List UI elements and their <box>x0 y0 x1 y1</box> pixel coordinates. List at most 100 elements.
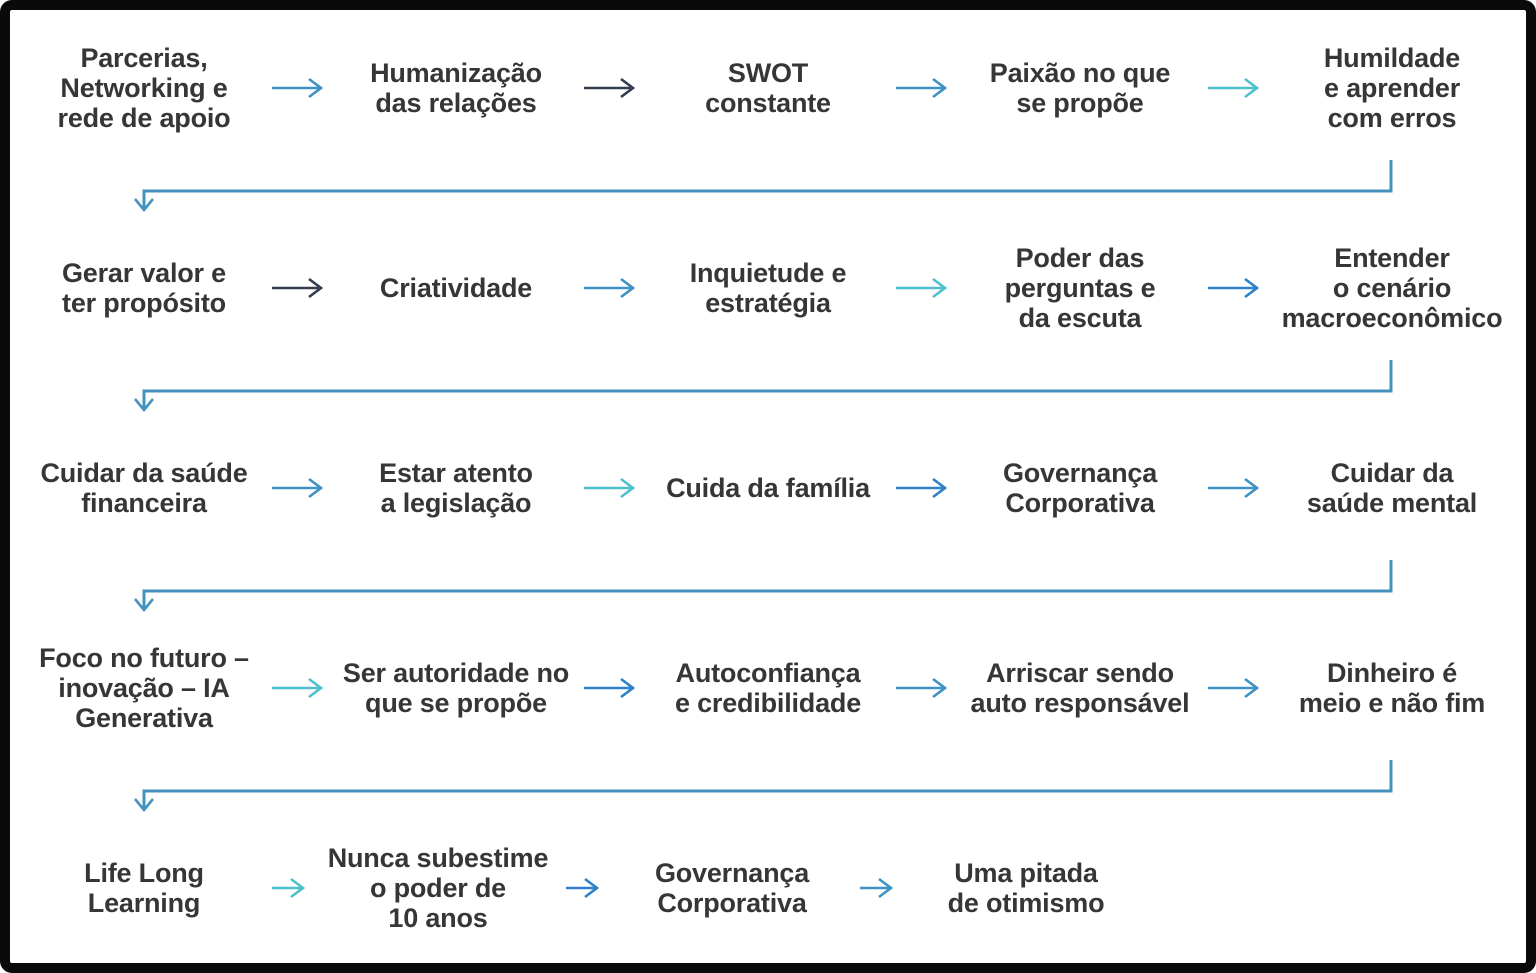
flow-arrow-icon <box>272 677 324 699</box>
flow-node-line: Foco no futuro – <box>39 642 249 673</box>
flow-node-line: Cuida da família <box>666 472 870 503</box>
flow-node-line: 10 anos <box>388 903 488 934</box>
flow-arrow-icon <box>1208 277 1260 299</box>
arrow-cell <box>1204 673 1268 703</box>
arrow-cell <box>268 73 332 103</box>
connector-zone <box>10 758 1526 818</box>
flow-node-line: Learning <box>87 888 201 918</box>
flow-arrow-icon <box>896 477 948 499</box>
flow-node-line: Cuidar da saúde <box>40 457 248 488</box>
arrow-cell <box>892 673 956 703</box>
flow-node-line: das relações <box>375 88 537 118</box>
flow-node-line: da escuta <box>1018 303 1142 334</box>
flow-node: Criatividade <box>332 273 580 303</box>
flow-node-line: Estar atento <box>379 457 533 488</box>
flow-node-line: Governança <box>1002 457 1158 488</box>
flow-node-line: constante <box>705 88 831 118</box>
flow-arrow-icon <box>272 277 324 299</box>
flow-node-line: com erros <box>1327 103 1457 134</box>
arrow-cell <box>580 273 644 303</box>
flow-arrow-icon <box>896 77 948 99</box>
flow-node: Cuida da família <box>644 473 892 503</box>
connector-zone <box>10 558 1526 618</box>
flow-node-line: Entender <box>1334 242 1450 273</box>
flow-node-line: perguntas e <box>1004 272 1156 303</box>
flow-node-line: o cenário <box>1332 272 1452 303</box>
flow-node-line: que se propõe <box>365 688 547 718</box>
flow-node-line: Gerar valor e <box>61 257 226 288</box>
arrow-cell <box>268 473 332 503</box>
flow-node-line: Paixão no que <box>989 57 1171 88</box>
flow-node-line: saúde mental <box>1306 488 1478 518</box>
flow-node-line: meio e não fim <box>1298 688 1486 718</box>
flow-arrow-icon <box>584 677 636 699</box>
flow-arrow-icon <box>584 77 636 99</box>
flow-node-line: Dinheiro é <box>1326 657 1458 688</box>
flow-node-line: a legislação <box>380 488 532 518</box>
arrow-cell <box>892 73 956 103</box>
flow-node-line: inovação – IA <box>58 672 230 703</box>
flow-node-line: ter propósito <box>62 288 226 318</box>
flow-node-line: Life Long <box>84 857 204 888</box>
arrow-cell <box>1204 473 1268 503</box>
flow-node-line: auto responsável <box>970 688 1190 718</box>
row-return-connector-icon <box>133 560 1393 613</box>
flow-node-line: Corporativa <box>657 888 807 918</box>
flow-arrow-icon <box>566 877 600 899</box>
flow-node-line: Governança <box>654 857 810 888</box>
flow-node-line: de otimismo <box>947 888 1105 918</box>
flow-node-line: se propõe <box>1016 88 1144 118</box>
row-return-connector-icon <box>133 760 1393 813</box>
flow-node-line: Networking e <box>60 72 228 103</box>
flow-node-line: e aprender <box>1323 72 1461 103</box>
flow-node-line: Generativa <box>75 703 213 734</box>
arrow-cell <box>892 473 956 503</box>
arrow-cell <box>268 673 332 703</box>
flow-arrow-icon <box>896 277 948 299</box>
flow-node-line: SWOT <box>727 57 809 88</box>
arrow-cell <box>892 273 956 303</box>
flow-node-line: Uma pitada <box>954 857 1098 888</box>
arrow-cell <box>268 873 314 903</box>
flow-node-line: Nunca subestime <box>327 842 549 873</box>
arrow-cell <box>1204 273 1268 303</box>
flow-node-line: macroeconômico <box>1281 303 1503 334</box>
row-return-connector-icon <box>133 160 1393 213</box>
arrow-cell <box>268 273 332 303</box>
flow-arrow-icon <box>1208 677 1260 699</box>
arrow-cell <box>580 673 644 703</box>
arrow-cell <box>856 873 902 903</box>
arrow-cell <box>580 473 644 503</box>
flow-arrow-icon <box>584 477 636 499</box>
arrow-cell <box>562 873 608 903</box>
flow-arrow-icon <box>584 277 636 299</box>
flow-node-line: Inquietude e <box>689 257 847 288</box>
flow-node-line: Criatividade <box>379 272 533 303</box>
flow-arrow-icon <box>896 677 948 699</box>
connector-zone <box>10 358 1526 418</box>
flow-node-line: estratégia <box>705 288 831 318</box>
flow-node-line: Arriscar sendo <box>986 657 1174 688</box>
